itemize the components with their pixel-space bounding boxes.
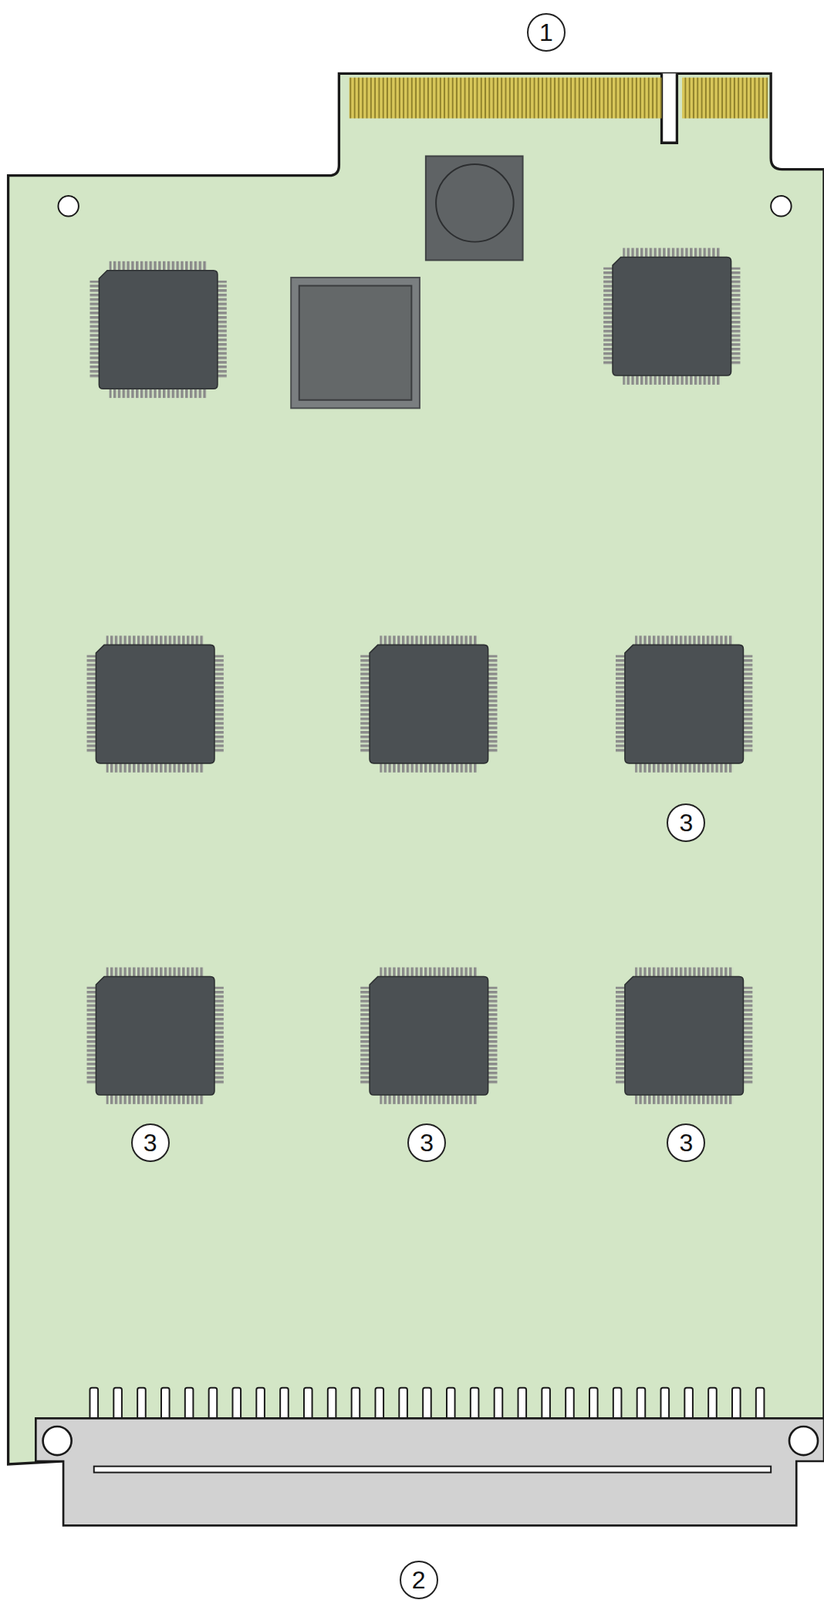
connector-pin (232, 1388, 241, 1424)
connector-pin (517, 1388, 527, 1424)
callout-number: 3 (131, 1124, 170, 1163)
gold-fingers (349, 77, 662, 119)
qfp-chip (87, 635, 224, 773)
connector-pin (374, 1388, 384, 1424)
connector-pin (303, 1388, 313, 1424)
connector-pin (660, 1388, 669, 1424)
connector-pin (113, 1388, 122, 1424)
qfp-chip (603, 248, 740, 385)
connector-pin (422, 1388, 432, 1424)
connector-pin (209, 1388, 218, 1424)
connector-screw (43, 1427, 72, 1456)
connector-pin (732, 1388, 741, 1424)
connector-pin (494, 1388, 504, 1424)
qfp-chip (360, 968, 497, 1105)
connector-screw (789, 1427, 818, 1456)
qfp-chip (615, 968, 753, 1105)
gold-fingers (682, 77, 768, 119)
mounting-hole (57, 195, 78, 217)
callout-number: 2 (399, 1561, 439, 1600)
board-outline (8, 73, 824, 1466)
connector-pin (565, 1388, 575, 1424)
connector-pin (637, 1388, 646, 1424)
callout-number: 1 (526, 13, 566, 52)
connector-pin (708, 1388, 717, 1424)
connector-body (35, 1418, 824, 1527)
callout-number: 3 (666, 803, 706, 843)
square-chip (290, 277, 420, 409)
key-notch (661, 73, 678, 143)
connector-pin (89, 1388, 98, 1424)
connector-pin (613, 1388, 622, 1424)
connector-pin (684, 1388, 693, 1424)
connector-pin (256, 1388, 265, 1424)
connector-pin (280, 1388, 289, 1424)
connector-pin (185, 1388, 194, 1424)
connector-slot (94, 1467, 771, 1474)
connector-pin (137, 1388, 146, 1424)
qfp-chip (87, 968, 224, 1105)
connector-pin (351, 1388, 361, 1424)
qfp-chip (615, 635, 753, 773)
connector-pin (470, 1388, 480, 1424)
connector-pin (327, 1388, 337, 1424)
connector-pin (398, 1388, 408, 1424)
connector-pin (756, 1388, 765, 1424)
round-component (425, 155, 524, 261)
connector-pin (589, 1388, 598, 1424)
round-component (435, 164, 514, 243)
square-chip (299, 286, 412, 401)
qfp-chip (360, 635, 497, 773)
connector-pin (446, 1388, 456, 1424)
qfp-chip (89, 261, 227, 399)
mounting-hole (770, 195, 791, 217)
connector-pin (541, 1388, 551, 1424)
connector-pin (161, 1388, 170, 1424)
